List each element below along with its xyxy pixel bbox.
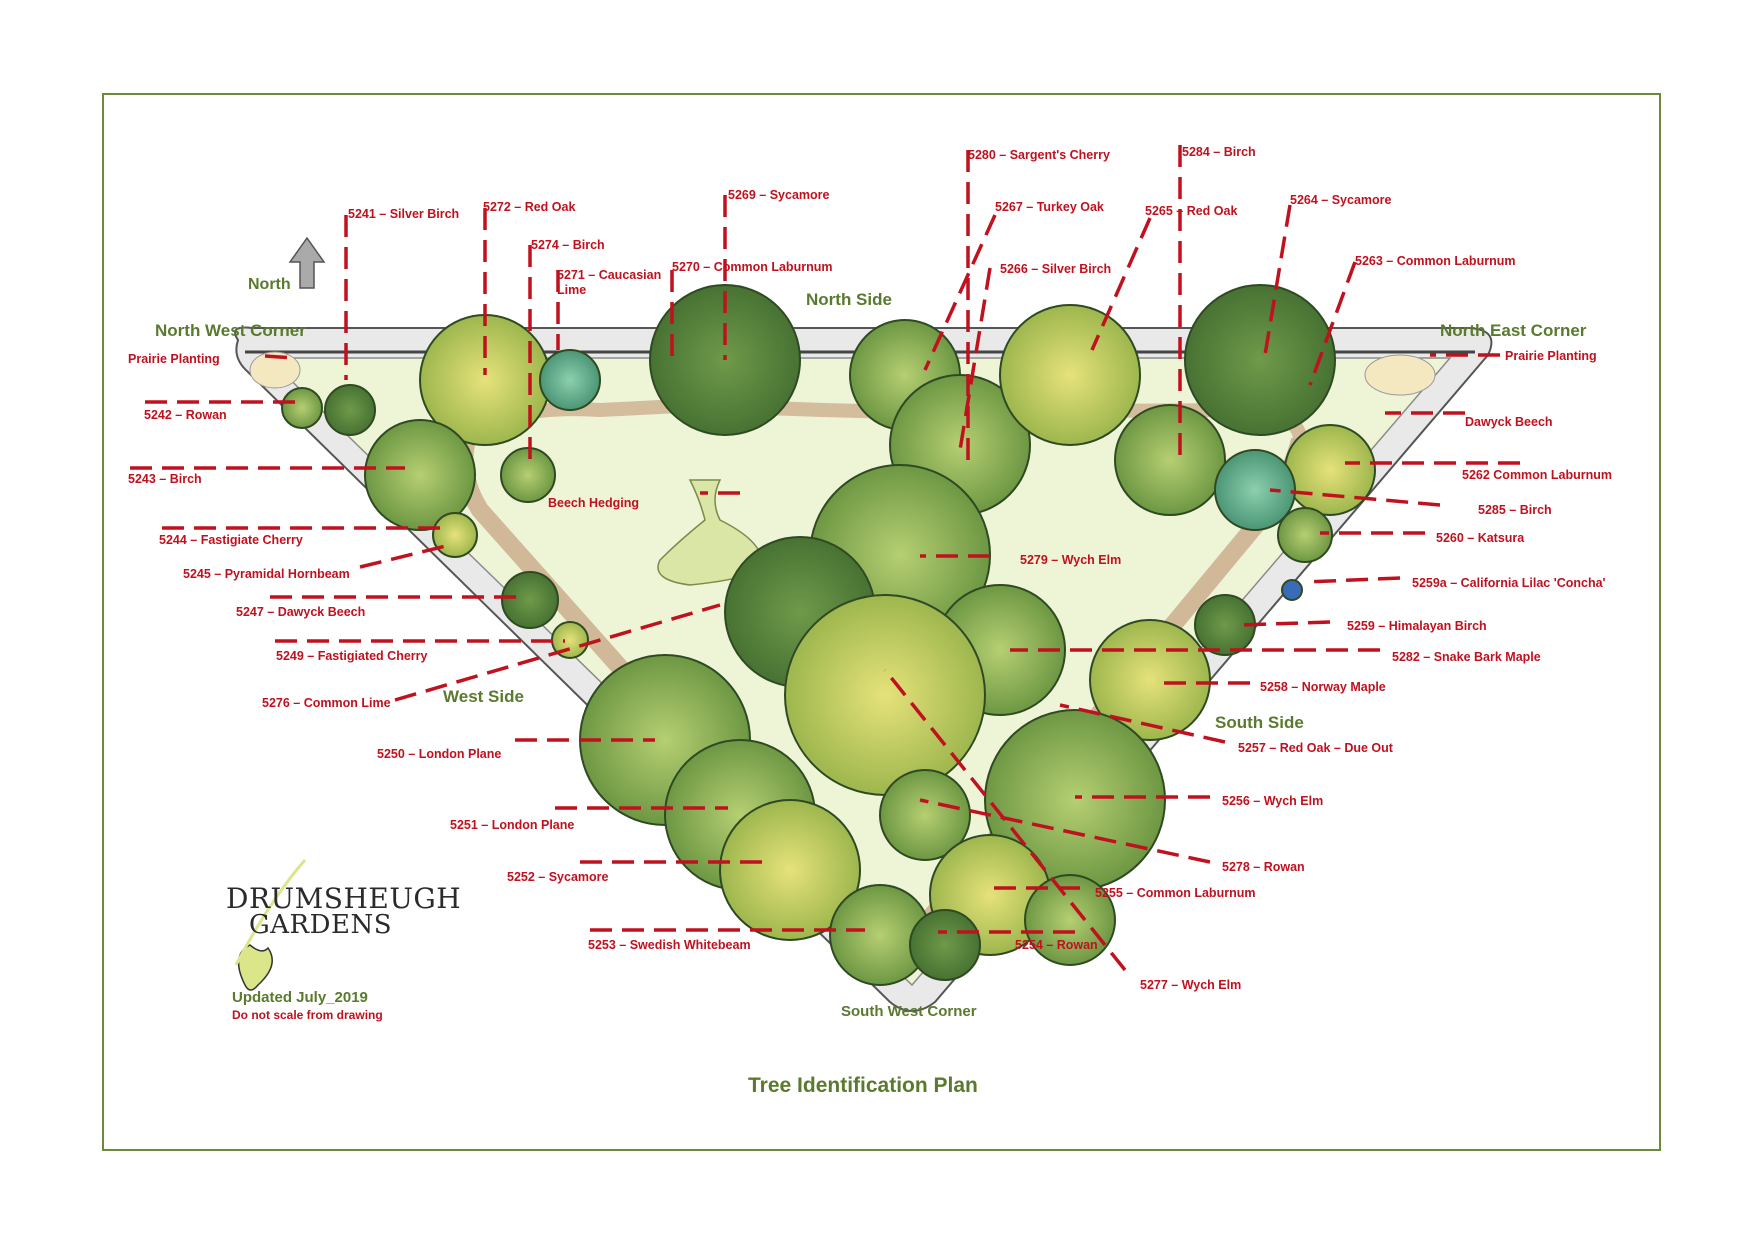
tree-5265: [999, 304, 1141, 446]
label-5266: 5266 – Silver Birch: [1000, 262, 1112, 276]
updated-date: Updated July_2019: [232, 989, 368, 1006]
plan-frame: [102, 93, 1661, 1151]
label-5245: 5245 – Pyramidal Hornbeam: [183, 567, 350, 581]
label-5267: 5267 – Turkey Oak: [995, 200, 1104, 214]
label-5252: 5252 – Sycamore: [507, 870, 609, 884]
tree-5259a: [1281, 579, 1303, 601]
label-5259a: 5259a – California Lilac 'Concha': [1412, 576, 1606, 590]
label-5259: 5259 – Himalayan Birch: [1347, 619, 1487, 633]
tree-5257: [784, 594, 986, 796]
plan-title: Tree Identification Plan: [748, 1074, 978, 1097]
scale-note: Do not scale from drawing: [232, 1008, 383, 1022]
label-prairie-nw: Prairie Planting: [128, 352, 220, 366]
label-5279: 5279 – Wych Elm: [1020, 553, 1122, 567]
logo-line-1: DRUMSHEUGH: [226, 882, 462, 915]
label-5257: 5257 – Red Oak – Due Out: [1238, 741, 1393, 755]
tree-5285: [1214, 449, 1296, 531]
area-north-east-corner: North East Corner: [1440, 321, 1587, 340]
tree-5262: [1284, 424, 1376, 516]
label-5264: 5264 – Sycamore: [1290, 193, 1392, 207]
label-5251: 5251 – London Plane: [450, 818, 575, 832]
north-label: North: [248, 276, 291, 293]
label-5242: 5242 – Rowan: [144, 408, 227, 422]
label-5285: 5285 – Birch: [1478, 503, 1552, 517]
north-arrow-icon: [288, 236, 326, 289]
label-5278: 5278 – Rowan: [1222, 860, 1305, 874]
label-5274: 5274 – Birch: [531, 238, 605, 252]
tree-5243: [364, 419, 476, 531]
area-north-west-corner: North West Corner: [155, 321, 306, 340]
beech-hedging: [657, 479, 763, 586]
label-5249: 5249 – Fastigiated Cherry: [276, 649, 428, 663]
tree-5277: [1024, 874, 1116, 966]
label-5284: 5284 – Birch: [1182, 145, 1256, 159]
tree-5254: [909, 909, 981, 981]
label-5276: 5276 – Common Lime: [262, 696, 391, 710]
tree-5247: [501, 571, 559, 629]
label-dawyck-ne: Dawyck Beech: [1465, 415, 1553, 429]
label-5270: 5270 – Common Laburnum: [672, 260, 833, 274]
label-5254: 5254 – Rowan: [1015, 938, 1098, 952]
prairie-bed-ne: [1364, 354, 1436, 396]
label-5243: 5243 – Birch: [128, 472, 202, 486]
tree-5260: [1277, 507, 1333, 563]
logo-line-2: GARDENS: [249, 910, 393, 940]
label-prairie-ne: Prairie Planting: [1505, 349, 1597, 363]
label-5269: 5269 – Sycamore: [728, 188, 830, 202]
label-5263: 5263 – Common Laburnum: [1355, 254, 1516, 268]
label-beech-hedging: Beech Hedging: [548, 496, 639, 510]
leader-lines: [130, 145, 1520, 972]
label-5244: 5244 – Fastigiate Cherry: [159, 533, 303, 547]
tree-5242: [281, 387, 323, 429]
tree-5252: [719, 799, 861, 941]
prairie-bed-nw: [249, 351, 301, 389]
area-south-west-corner: South West Corner: [841, 1003, 977, 1020]
label-5253: 5253 – Swedish Whitebeam: [588, 938, 751, 952]
label-5265: 5265 – Red Oak: [1145, 204, 1238, 218]
label-5262: 5262 Common Laburnum: [1462, 468, 1613, 482]
tree-5274: [500, 447, 556, 503]
area-west-side: West Side: [443, 687, 524, 706]
label-5280: 5280 – Sargent's Cherry: [968, 148, 1110, 162]
tree-5278: [879, 769, 971, 861]
label-5271-b: Lime: [557, 283, 587, 297]
area-south-side: South Side: [1215, 713, 1304, 732]
tree-5271: [539, 349, 601, 411]
label-5277: 5277 – Wych Elm: [1140, 978, 1242, 992]
label-5258: 5258 – Norway Maple: [1260, 680, 1386, 694]
area-north-side: North Side: [806, 290, 892, 309]
label-5250: 5250 – London Plane: [377, 747, 502, 761]
label-5260: 5260 – Katsura: [1436, 531, 1525, 545]
label-5271-a: 5271 – Caucasian: [557, 268, 662, 282]
label-5247: 5247 – Dawyck Beech: [236, 605, 366, 619]
tree-5244: [432, 512, 478, 558]
label-5256: 5256 – Wych Elm: [1222, 794, 1324, 808]
tree-5241: [324, 384, 376, 436]
label-5282: 5282 – Snake Bark Maple: [1392, 650, 1541, 664]
label-5272: 5272 – Red Oak: [483, 200, 576, 214]
tree-5264: [1184, 284, 1336, 436]
tree-5284: [1114, 404, 1226, 516]
label-5241: 5241 – Silver Birch: [348, 207, 460, 221]
label-5255: 5255 – Common Laburnum: [1095, 886, 1256, 900]
